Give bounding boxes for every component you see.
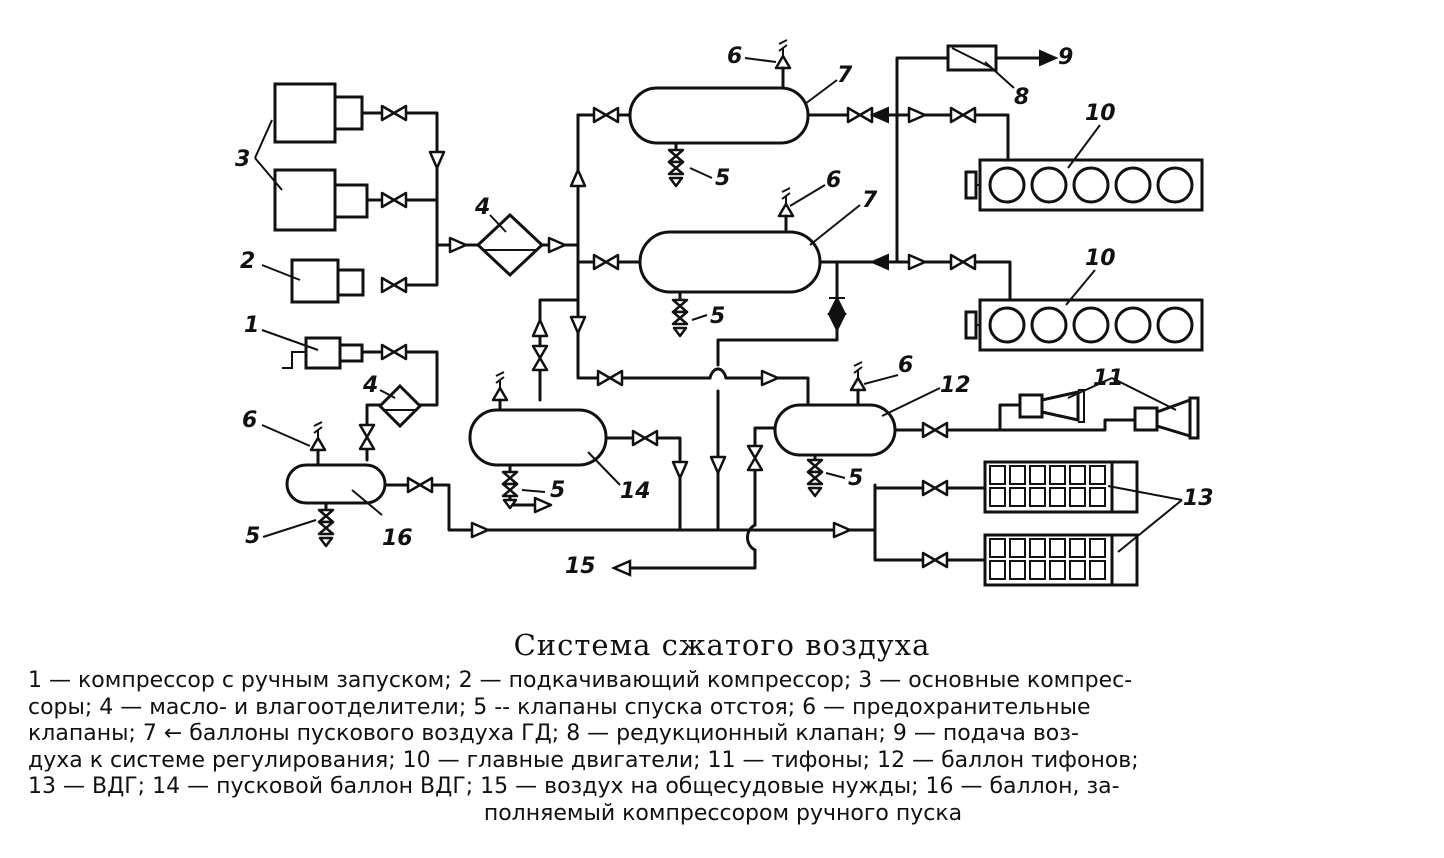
dg-cylinder-block	[1029, 560, 1046, 580]
caption-line: 13 — ВДГ; 14 — пусковой баллон ВДГ; 15 —…	[28, 774, 1120, 799]
dg-cylinder-block	[989, 487, 1006, 507]
equipment	[273, 44, 1204, 587]
label-5-receiver-middle: 5	[710, 304, 725, 329]
compressed-air-system-diagram: 3 2 1 4 4 6 5 16 6 7 5 6 7 5 9 8 10 10 6…	[235, 38, 1214, 587]
dg-cylinder-block	[1089, 560, 1106, 580]
label-2: 2	[240, 249, 255, 274]
label-6-receiver-top: 6	[727, 44, 742, 69]
dg-cylinder-block	[1029, 465, 1046, 485]
label-1: 1	[244, 313, 259, 338]
engine-cylinder	[1072, 166, 1110, 204]
label-11: 11	[1093, 366, 1124, 391]
oil-water-separator-main	[475, 212, 545, 278]
label-6-bottle16: 6	[242, 408, 257, 433]
dg-cylinder-block	[1089, 538, 1106, 558]
caption-line: духа к системе регулирования; 10 — главн…	[28, 747, 1139, 773]
main-compressor-lower	[273, 168, 369, 232]
main-engine-lower	[964, 298, 1204, 352]
label-15: 15	[565, 554, 596, 579]
engine-cylinder	[1030, 166, 1068, 204]
label-5-bottle16: 5	[245, 524, 260, 549]
dg-cylinder-block	[1009, 487, 1026, 507]
dg-cylinder-block	[989, 465, 1006, 485]
label-4-main: 4	[474, 195, 490, 220]
label-13: 13	[1183, 486, 1214, 511]
diesel-generator-lower	[983, 533, 1139, 587]
label-14: 14	[620, 479, 651, 504]
dg-cylinder-block	[1009, 465, 1026, 485]
label-6-typhon: 6	[898, 353, 913, 378]
caption-line: соры; 4 — масло- и влагоотделители; 5 --…	[28, 694, 1091, 720]
leader-lines	[254, 57, 1183, 553]
dg-cylinder-block	[1009, 560, 1026, 580]
engine-cylinder	[1072, 306, 1110, 344]
dg-cylinder-block	[1049, 487, 1066, 507]
label-3: 3	[235, 147, 250, 172]
label-7-middle: 7	[862, 188, 878, 213]
dg-cylinder-block	[1029, 487, 1046, 507]
dg-cylinder-block	[1049, 538, 1066, 558]
dg-cylinder-block	[1049, 465, 1066, 485]
start-air-receiver-top	[628, 86, 810, 145]
label-7-top: 7	[837, 63, 853, 88]
label-8: 8	[1014, 85, 1029, 110]
engine-cylinder	[988, 166, 1026, 204]
dg-cylinder-block	[1069, 538, 1086, 558]
typhon-right	[1133, 396, 1200, 440]
typhon-bottle	[773, 403, 897, 457]
dg-cylinder-block	[989, 560, 1006, 580]
label-6-receiver-middle: 6	[826, 168, 841, 193]
dg-cylinder-block	[989, 538, 1006, 558]
label-10-upper: 10	[1085, 101, 1116, 126]
dg-cylinder-block	[1069, 560, 1086, 580]
label-5-dg-bottle: 5	[550, 478, 565, 503]
typhon-left	[1018, 389, 1085, 423]
caption-line: клапаны; 7 ← баллоны пускового воздуха Г…	[28, 721, 1079, 746]
main-compressor-upper	[273, 82, 364, 144]
label-10-lower: 10	[1085, 246, 1116, 271]
dg-cylinder-block	[1069, 487, 1086, 507]
label-4-hand: 4	[362, 373, 378, 398]
engine-cylinder	[1156, 306, 1194, 344]
engine-cylinder	[988, 306, 1026, 344]
label-12: 12	[940, 373, 971, 398]
dg-start-bottle	[468, 408, 608, 467]
label-9: 9	[1058, 45, 1073, 70]
arrow-line-15	[610, 559, 632, 577]
caption-body: 1 — компрессор с ручным запуском; 2 — по…	[28, 668, 1418, 827]
start-air-receiver-middle	[638, 230, 822, 294]
caption-line: 1 — компрессор с ручным запуском; 2 — по…	[28, 668, 1133, 693]
callout-labels: 3 2 1 4 4 6 5 16 6 7 5 6 7 5 9 8 10 10 6…	[235, 44, 1214, 579]
main-engine-upper	[964, 158, 1204, 212]
arrow-line-9	[1039, 49, 1059, 67]
oil-water-separator-hand	[377, 383, 423, 429]
dg-cylinder-block	[1089, 487, 1106, 507]
hand-filled-bottle	[285, 463, 387, 505]
valves	[309, 38, 977, 569]
engine-cylinder	[1156, 166, 1194, 204]
label-5-typhon: 5	[848, 466, 863, 491]
dg-cylinder-block	[1049, 560, 1066, 580]
label-5-receiver-top: 5	[715, 166, 730, 191]
booster-compressor	[290, 258, 365, 304]
dg-cylinder-block	[1029, 538, 1046, 558]
dg-cylinder-block	[1069, 465, 1086, 485]
caption-line: полняемый компрессором ручного пуска	[483, 800, 963, 826]
engine-cylinder	[1114, 166, 1152, 204]
dg-cylinder-block	[1089, 465, 1106, 485]
dg-cylinder-block	[1009, 538, 1026, 558]
engine-cylinder	[1114, 306, 1152, 344]
engine-cylinder	[1030, 306, 1068, 344]
hand-start-compressor	[282, 336, 364, 370]
caption-title: Система сжатого воздуха	[513, 628, 931, 662]
label-16: 16	[382, 526, 413, 551]
